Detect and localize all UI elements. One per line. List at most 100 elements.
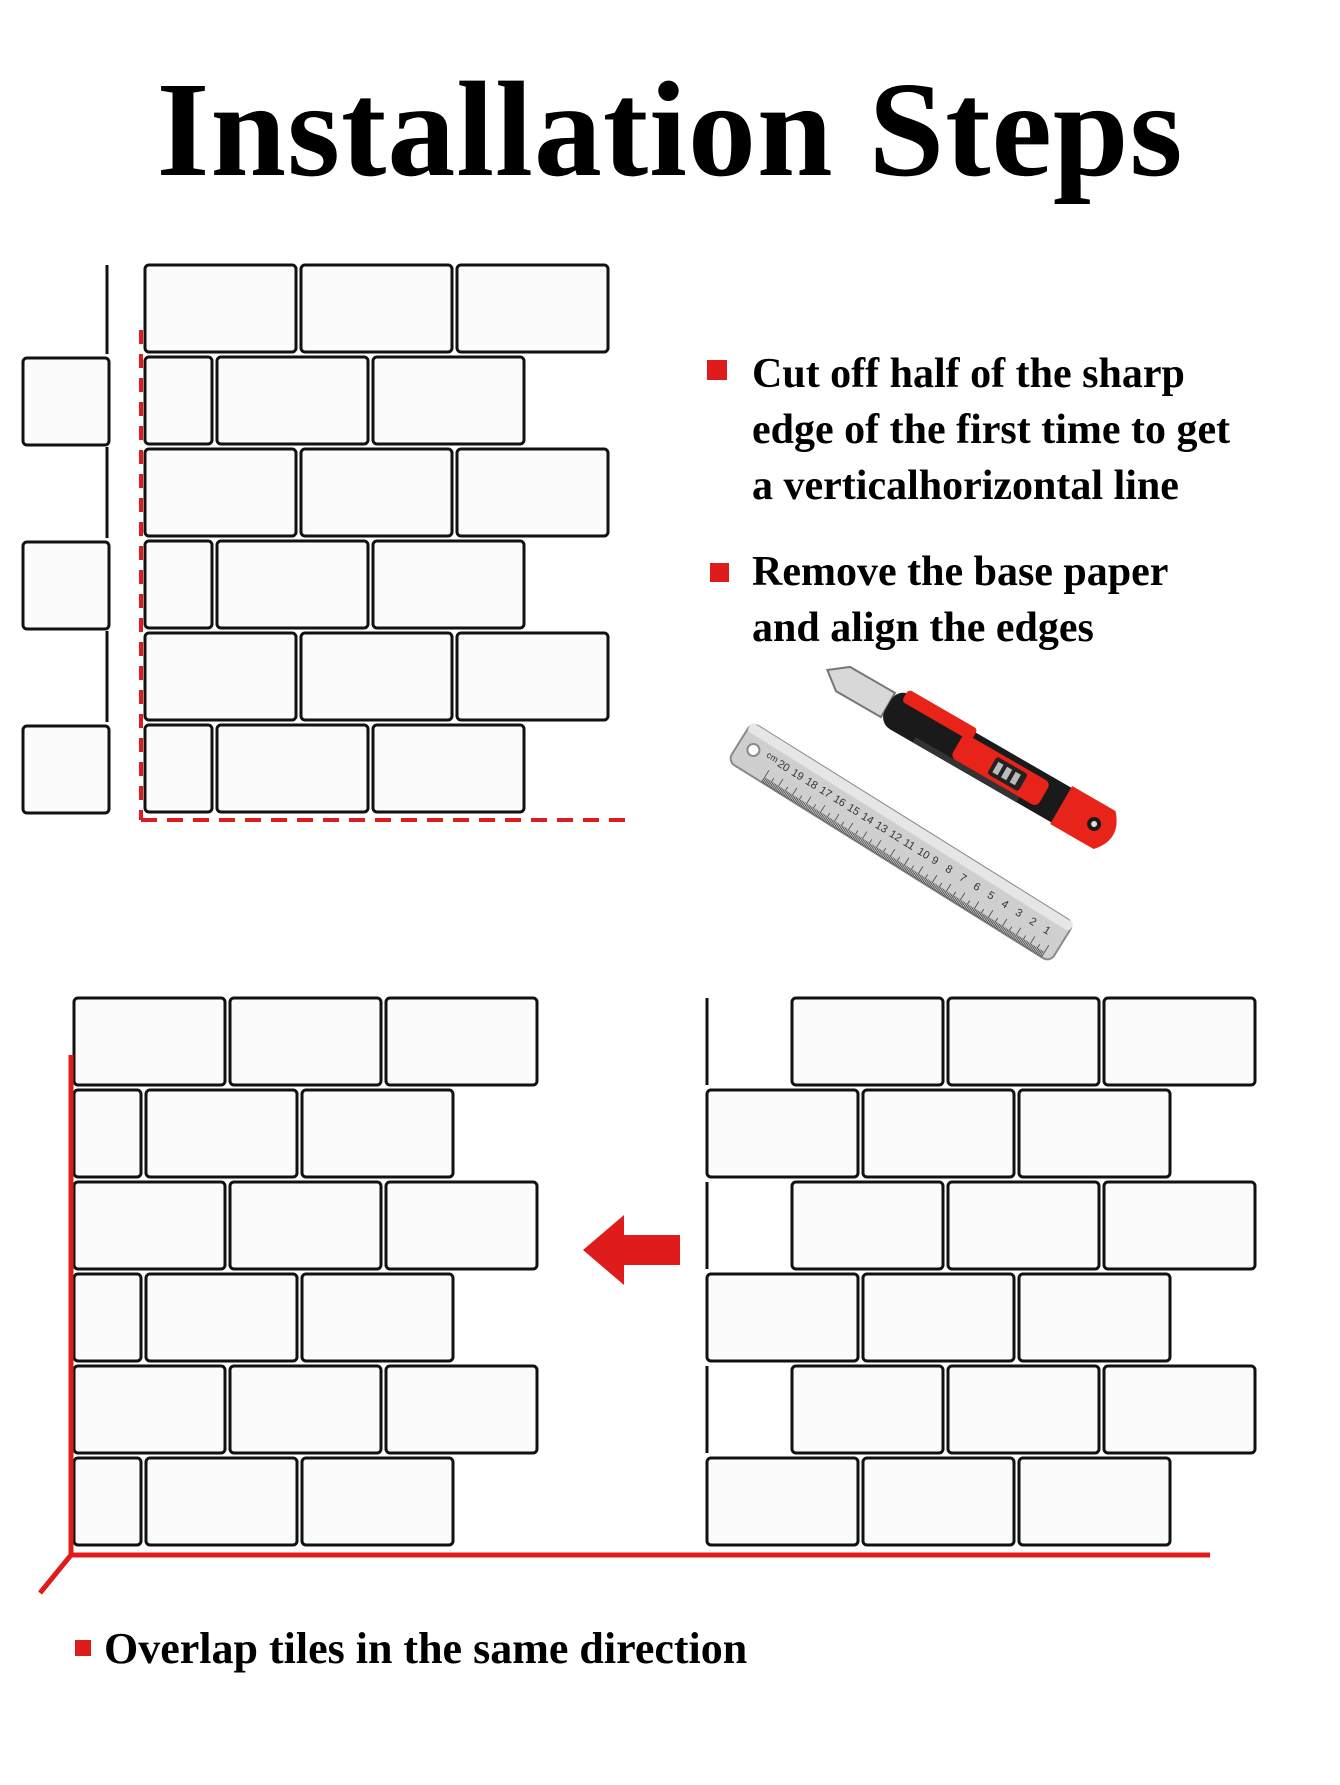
ruler-tick [803, 796, 812, 809]
ruler-tick [828, 818, 833, 825]
ruler-tick [908, 865, 915, 875]
ruler-tick [1034, 944, 1041, 953]
ruler-tick [857, 837, 862, 843]
ruler-tick [846, 830, 851, 836]
ruler-tick [993, 922, 998, 928]
ruler-tick [776, 786, 781, 793]
ruler-tick [945, 892, 950, 898]
ruler-tick-label: 9 [929, 854, 941, 867]
tile [1017, 1456, 1172, 1547]
tile [144, 1272, 299, 1363]
ruler-tick-label: 12 [887, 828, 904, 845]
tile [371, 723, 526, 814]
tile [300, 1088, 455, 1179]
ruler-tick [887, 848, 896, 862]
ruler-tick [1025, 942, 1030, 948]
ruler-tick [1006, 926, 1013, 936]
ruler-tick [835, 823, 840, 829]
ruler-tick [941, 889, 946, 896]
tile [21, 540, 111, 631]
tile [861, 1088, 1016, 1179]
tile [705, 1456, 860, 1547]
tile [72, 996, 227, 1087]
tile [455, 631, 610, 722]
ruler-tick [826, 818, 831, 824]
ruler-tick [818, 812, 823, 819]
ruler-tick [808, 806, 813, 813]
ruler-tick-label: 1 [1041, 924, 1053, 937]
tile-panel-top [143, 263, 610, 814]
ruler-tick [786, 792, 791, 799]
ruler-tick [951, 895, 956, 902]
ruler-tick [997, 924, 1002, 931]
tile [72, 1272, 143, 1363]
ruler-tick [964, 900, 971, 910]
tile [72, 1088, 143, 1179]
ruler-tick-label: 8 [943, 863, 955, 876]
ruler-tick [852, 830, 859, 840]
ruler-tick [801, 802, 806, 808]
ruler-tick [866, 839, 873, 848]
ruler-tick [959, 901, 964, 907]
ruler-tick [880, 847, 887, 857]
ruler-tick [968, 906, 973, 912]
step-3-text: Overlap tiles in the same direction [104, 1624, 748, 1673]
ruler-tick [765, 779, 770, 786]
ruler-tick [863, 840, 868, 847]
tile [946, 996, 1101, 1087]
ruler-tick [864, 841, 869, 848]
ruler-tick [868, 844, 873, 850]
ruler-tick [929, 875, 938, 888]
ruler-tick [962, 902, 967, 909]
tile [143, 355, 214, 446]
ruler-tick [994, 922, 999, 929]
ruler-tick-label: 16 [831, 793, 848, 810]
ruler-tick [1031, 945, 1036, 952]
ruler-tick [789, 787, 798, 800]
ruler-tick-label: 19 [789, 767, 806, 784]
ruler-tick [961, 901, 966, 908]
tile [946, 1364, 1101, 1455]
tile [143, 723, 214, 814]
ruler-tick [798, 800, 803, 807]
tile [144, 1088, 299, 1179]
ruler-tick [924, 879, 929, 885]
ruler-tick [836, 824, 841, 830]
ruler-tick [817, 805, 826, 818]
ruler-tick-label: 20 [775, 758, 792, 775]
ruler-tick [912, 871, 917, 877]
tile [384, 1364, 539, 1455]
tile [300, 1456, 455, 1547]
tile [72, 1456, 143, 1547]
ruler-tick [975, 910, 980, 917]
tile [72, 1364, 227, 1455]
ruler-tick [811, 808, 816, 814]
ruler-tick [1027, 936, 1036, 949]
ruler-tick [807, 805, 812, 812]
ruler-tick [791, 796, 796, 802]
ruler-tick [955, 898, 960, 904]
ruler-tick [1018, 937, 1023, 944]
ruler-tick [957, 892, 966, 905]
ruler-tick [842, 827, 847, 834]
tile [790, 1180, 945, 1271]
ruler-tick [982, 915, 987, 921]
ruler-tick [1041, 944, 1050, 958]
ruler-tick [999, 918, 1008, 932]
ruler-tick [895, 860, 900, 867]
ruler-tick [1022, 940, 1027, 946]
ruler-tick [797, 799, 802, 806]
ruler-tick [899, 863, 904, 869]
ruler-tick [859, 831, 868, 844]
ruler-tick [1032, 946, 1037, 953]
ruler-tick [1036, 949, 1041, 955]
ruler-tick [971, 901, 980, 914]
tile [299, 631, 454, 722]
ruler-tick [854, 835, 859, 842]
ruler-tick [790, 795, 795, 801]
tile [300, 1272, 455, 1363]
ruler-tick [874, 847, 879, 854]
tile [861, 1456, 1016, 1547]
tile [299, 263, 454, 354]
ruler-tick [1008, 931, 1013, 938]
